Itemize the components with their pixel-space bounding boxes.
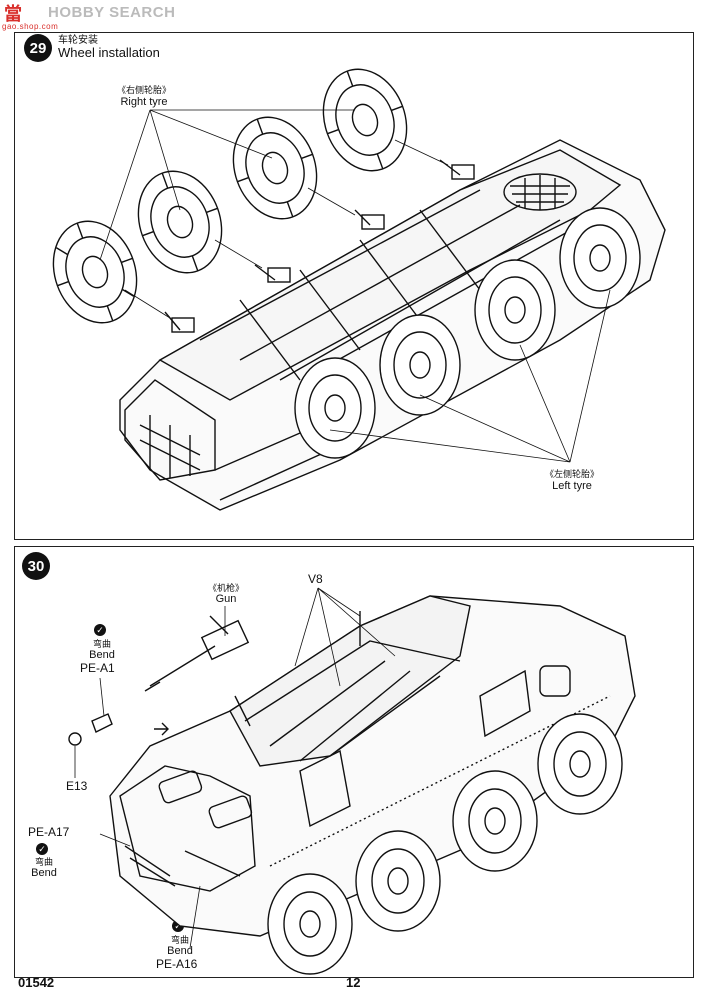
bend-icon-pe-a1: ✓ — [94, 624, 106, 636]
pe-a16-bend-en: Bend — [167, 945, 193, 957]
pe-a1-bend-cn: 弯曲 — [92, 639, 111, 649]
step-30-vehicle-drawing — [68, 587, 636, 975]
pe-a1-bend-en: Bend — [89, 649, 115, 661]
footer-page-number: 12 — [346, 975, 361, 990]
pe-a16-label: PE-A16 — [156, 957, 198, 971]
right-tyre-label-cn: 《右侧轮胎》 — [116, 85, 171, 95]
pe-a16-bend-cn: 弯曲 — [170, 935, 189, 945]
e13-label: E13 — [66, 779, 88, 793]
left-tyre-label-cn: 《左侧轮胎》 — [544, 469, 599, 479]
pe-a17-bend-cn: 弯曲 — [34, 857, 53, 867]
v8-label: V8 — [308, 572, 323, 586]
pe-a17-label: PE-A17 — [28, 825, 70, 839]
right-tyre-4 — [322, 68, 408, 172]
pe-a17-bend-en: Bend — [31, 867, 57, 879]
step-30-badge: 30 — [22, 552, 50, 580]
left-tyre-label-en: Left tyre — [552, 480, 592, 492]
watermark-logo: 當 — [4, 0, 23, 26]
gun-label-en: Gun — [215, 593, 237, 605]
pe-a1-label: PE-A1 — [80, 661, 115, 675]
right-tyre-3 — [232, 116, 318, 220]
step-29-badge: 29 — [24, 34, 52, 62]
watermark-site: gao.shop.com — [2, 22, 59, 31]
step-29-title-cn: 车轮安装 — [58, 35, 98, 46]
footer-code: 01542 — [18, 975, 55, 990]
right-tyre-label-en: Right tyre — [120, 96, 168, 108]
step-29-vehicle-drawing — [52, 68, 666, 511]
gun-label-cn: 《机枪》 — [207, 583, 244, 593]
watermark-brand-text: HOBBY SEARCH — [48, 4, 176, 21]
bend-icon-pe-a17: ✓ — [36, 843, 48, 855]
right-tyre-2 — [137, 170, 223, 274]
watermark-brand-cn: 當 — [4, 4, 23, 24]
right-tyre-1 — [52, 220, 138, 324]
step-29-title-en: Wheel installation — [58, 45, 160, 60]
